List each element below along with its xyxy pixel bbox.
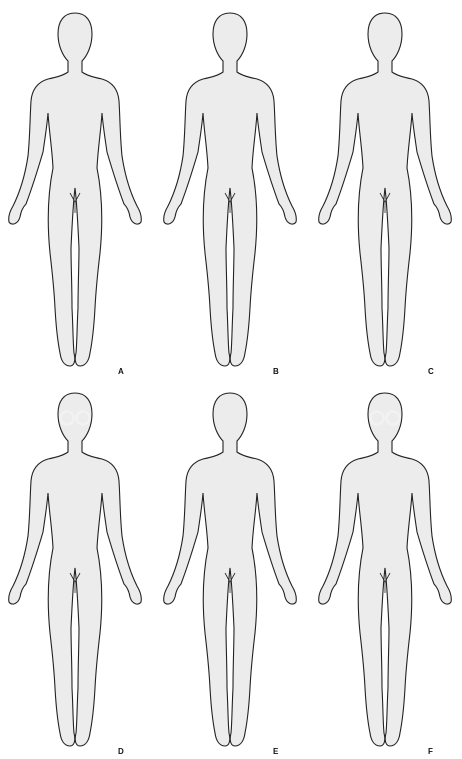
figure-b: B bbox=[164, 13, 297, 376]
region-shins bbox=[195, 656, 265, 720]
region-shins bbox=[40, 276, 110, 340]
figure-a: A bbox=[9, 13, 142, 376]
figure-label: D bbox=[118, 747, 124, 756]
figure-e: E bbox=[159, 393, 301, 756]
figure-label: B bbox=[273, 367, 279, 376]
figure-label: A bbox=[118, 367, 124, 376]
figure-c: C bbox=[319, 13, 452, 376]
figure-label: E bbox=[273, 747, 279, 756]
figure-f: F bbox=[319, 393, 452, 756]
figure-d: D bbox=[9, 393, 142, 756]
figure-label: F bbox=[428, 747, 433, 756]
figure-label: C bbox=[428, 367, 434, 376]
